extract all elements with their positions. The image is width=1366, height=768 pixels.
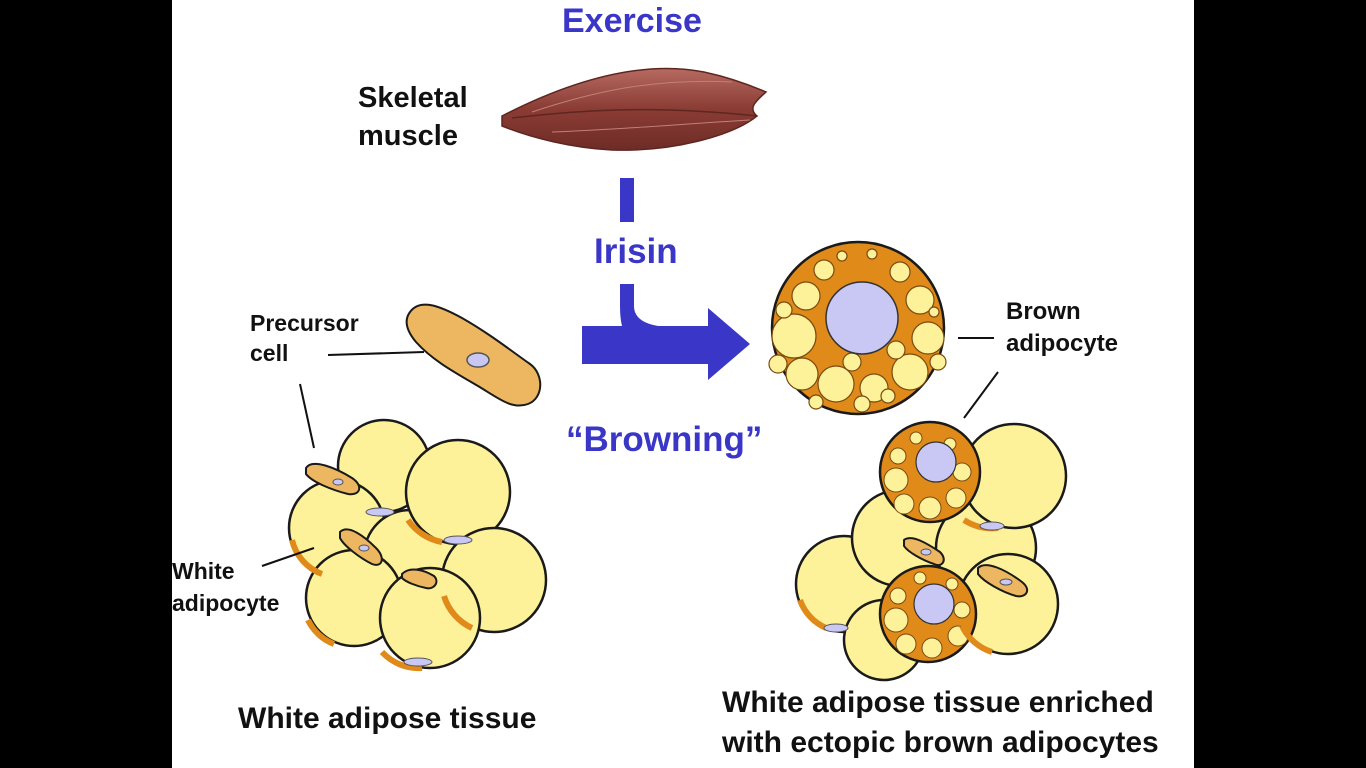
white-adipocyte-label-line — [261, 547, 315, 567]
browning-label: “Browning” — [566, 420, 763, 459]
diagram-artwork — [261, 67, 1068, 682]
white-adipose-tissue-cluster — [287, 418, 548, 672]
skeletal-muscle-label-line1: Skeletal — [358, 82, 468, 114]
brown-adipocyte-label-line2: adipocyte — [1006, 330, 1119, 357]
precursor-cell-label-line1: Precursor — [250, 310, 359, 336]
white-adipocyte-label-line2: adipocyte — [172, 590, 280, 616]
skeletal-muscle-icon — [501, 67, 768, 151]
title-exercise: Exercise — [562, 2, 702, 40]
white-adipose-tissue-caption: White adipose tissue — [238, 702, 537, 735]
slide: Exercise Skeletal muscle Irisin “Brownin… — [172, 0, 1194, 768]
enriched-tissue-caption-line1: White adipose tissue enriched — [722, 686, 1154, 719]
brown-adipocyte-icon — [768, 240, 947, 416]
irisin-arrow — [582, 178, 750, 380]
white-adipocyte-label-line1: White — [172, 558, 235, 584]
precursor-cell-label-line2: cell — [250, 340, 289, 366]
precursor-label-line — [327, 351, 425, 356]
skeletal-muscle-label-line2: muscle — [358, 120, 458, 152]
irisin-label: Irisin — [594, 232, 678, 271]
brown-adipocyte-pointer-line — [963, 371, 999, 419]
enriched-adipose-tissue-cluster — [794, 420, 1068, 682]
precursor-pointer-line — [299, 383, 315, 449]
brown-adipocyte-label-line1: Brown — [1006, 298, 1081, 325]
precursor-cell-icon — [405, 303, 542, 407]
enriched-tissue-caption-line2: with ectopic brown adipocytes — [722, 726, 1159, 759]
